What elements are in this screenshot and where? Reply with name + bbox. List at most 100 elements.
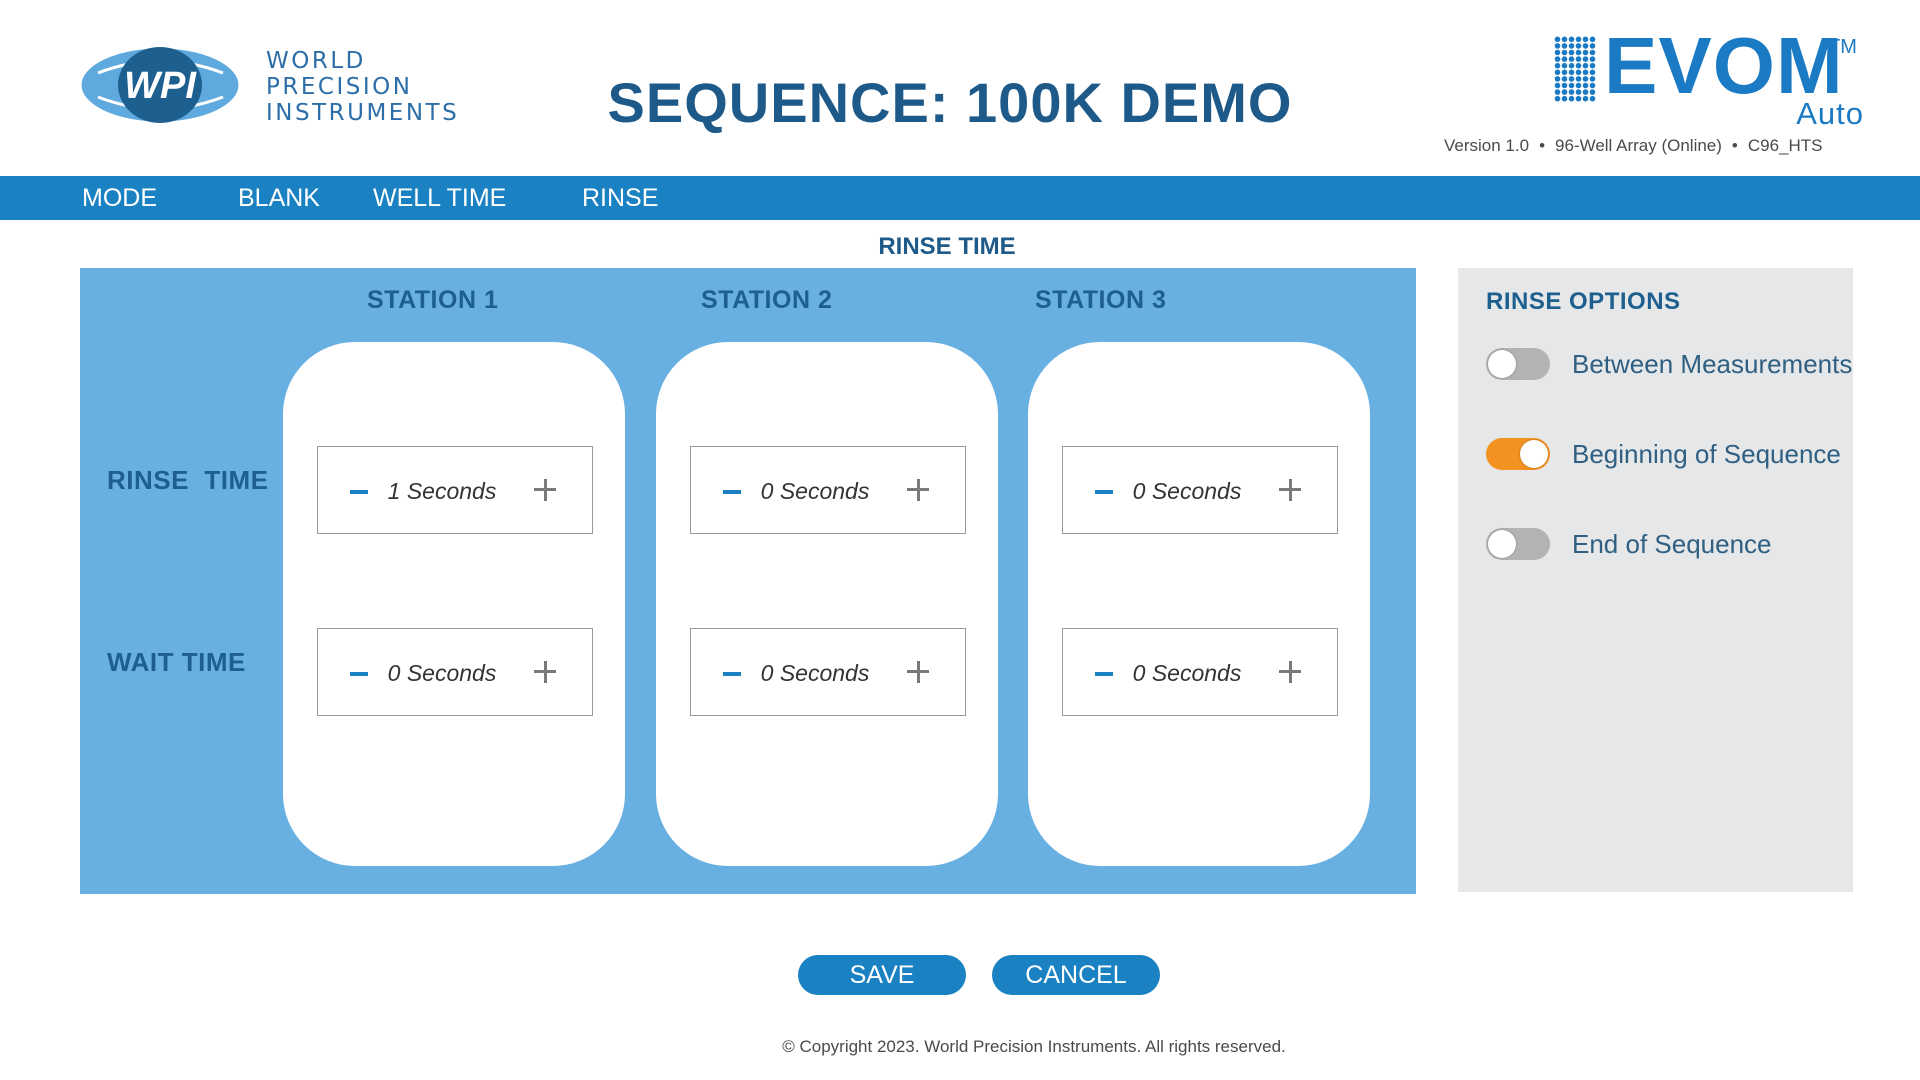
- minus-icon[interactable]: [717, 477, 747, 507]
- station-1-card: 1 Seconds 0 Seconds: [283, 342, 625, 866]
- wpi-line-3: INSTRUMENTS: [266, 100, 460, 126]
- option-label: End of Sequence: [1572, 529, 1772, 559]
- grid-dot: [1568, 69, 1575, 76]
- toggle-knob: [1520, 440, 1548, 468]
- grid-dot: [1554, 43, 1561, 49]
- copyright-text: © Copyright 2023. World Precision Instru…: [782, 1037, 1286, 1056]
- grid-dot: [1561, 56, 1568, 62]
- grid-dot: [1589, 56, 1596, 62]
- evom-wordmark: EVOM: [1604, 21, 1844, 110]
- nav-item-well-time[interactable]: WELL TIME: [373, 184, 507, 212]
- grid-dot: [1582, 62, 1589, 69]
- grid-dot: [1561, 49, 1568, 56]
- wpi-logo: WPI: [78, 45, 242, 125]
- grid-dot: [1568, 95, 1575, 102]
- grid-dot: [1582, 56, 1589, 62]
- grid-dot: [1561, 62, 1568, 69]
- station-3-heading: STATION 3: [1035, 286, 1167, 314]
- minus-icon[interactable]: [344, 659, 374, 689]
- grid-dot: [1568, 62, 1575, 69]
- grid-dot: [1582, 82, 1589, 89]
- minus-icon[interactable]: [717, 659, 747, 689]
- grid-dot: [1554, 82, 1561, 89]
- model-label: C96_HTS: [1747, 136, 1823, 155]
- station-1-heading: STATION 1: [367, 286, 499, 314]
- grid-dot: [1589, 62, 1596, 69]
- minus-icon[interactable]: [1089, 477, 1119, 507]
- grid-dot: [1568, 43, 1575, 49]
- nav-item-rinse[interactable]: RINSE: [582, 184, 659, 212]
- station-2-rinse-stepper: 0 Seconds: [690, 446, 966, 534]
- wait-time-label: WAIT TIME: [107, 647, 246, 677]
- rinse-time-label: RINSE TIME: [107, 465, 269, 495]
- grid-dot: [1575, 56, 1582, 62]
- toggle-knob: [1488, 530, 1516, 558]
- grid-dot: [1575, 36, 1582, 43]
- grid-dot: [1575, 43, 1582, 49]
- grid-dot: [1554, 89, 1561, 95]
- plus-icon[interactable]: [1275, 657, 1305, 687]
- grid-dot: [1561, 95, 1568, 102]
- array-label: 96-Well Array (Online): [1555, 136, 1722, 155]
- grid-dot: [1589, 95, 1596, 102]
- grid-dot: [1554, 69, 1561, 76]
- wpi-logo-text: WPI: [124, 65, 197, 107]
- grid-dot: [1582, 76, 1589, 82]
- grid-dot: [1582, 36, 1589, 43]
- grid-dot: [1582, 95, 1589, 102]
- grid-dot: [1575, 95, 1582, 102]
- version-label: Version 1.0: [1444, 136, 1530, 155]
- save-button[interactable]: SAVE: [798, 955, 966, 995]
- station-3-card: 0 Seconds 0 Seconds: [1028, 342, 1370, 866]
- page-title: SEQUENCE: 100K DEMO: [607, 71, 1293, 134]
- plus-icon[interactable]: [1275, 475, 1305, 505]
- well-grid-icon: [1554, 36, 1596, 102]
- minus-icon[interactable]: [1089, 659, 1119, 689]
- plus-icon[interactable]: [530, 475, 560, 505]
- grid-dot: [1568, 76, 1575, 82]
- nav-item-mode[interactable]: MODE: [82, 184, 157, 212]
- grid-dot: [1589, 69, 1596, 76]
- evom-trademark: TM: [1828, 36, 1857, 58]
- grid-dot: [1561, 89, 1568, 95]
- rinse-options-panel: RINSE OPTIONS Between Measurements Begin…: [1458, 268, 1853, 892]
- plus-icon[interactable]: [903, 475, 933, 505]
- stepper-value: 0 Seconds: [760, 660, 870, 686]
- section-title: RINSE TIME: [878, 233, 1016, 260]
- stepper-value: 0 Seconds: [387, 660, 497, 686]
- grid-dot: [1575, 62, 1582, 69]
- rinse-options-title: RINSE OPTIONS: [1486, 288, 1681, 315]
- station-3-rinse-stepper: 0 Seconds: [1062, 446, 1338, 534]
- nav-bar: MODE BLANK WELL TIME RINSE: [0, 176, 1920, 220]
- grid-dot: [1568, 56, 1575, 62]
- grid-dot: [1554, 76, 1561, 82]
- grid-dot: [1575, 82, 1582, 89]
- plus-icon[interactable]: [903, 657, 933, 687]
- grid-dot: [1568, 82, 1575, 89]
- grid-dot: [1589, 76, 1596, 82]
- toggle-end-of-sequence[interactable]: [1486, 528, 1550, 560]
- separator: •: [1731, 136, 1738, 155]
- grid-dot: [1561, 76, 1568, 82]
- grid-dot: [1575, 76, 1582, 82]
- grid-dot: [1575, 69, 1582, 76]
- grid-dot: [1568, 36, 1575, 43]
- grid-dot: [1589, 89, 1596, 95]
- toggle-between-measurements[interactable]: [1486, 348, 1550, 380]
- station-1-rinse-stepper: 1 Seconds: [317, 446, 593, 534]
- grid-dot: [1561, 43, 1568, 49]
- plus-icon[interactable]: [530, 657, 560, 687]
- grid-dot: [1589, 43, 1596, 49]
- station-2-card: 0 Seconds 0 Seconds: [656, 342, 998, 866]
- minus-icon[interactable]: [344, 477, 374, 507]
- stepper-value: 1 Seconds: [387, 478, 497, 504]
- grid-dot: [1589, 82, 1596, 89]
- nav-item-blank[interactable]: BLANK: [238, 184, 320, 212]
- toggle-beginning-of-sequence[interactable]: [1486, 438, 1550, 470]
- separator: •: [1539, 136, 1546, 155]
- device-info: Version 1.0 • 96-Well Array (Online) • C96_H…: [1444, 136, 1823, 156]
- cancel-button[interactable]: CANCEL: [992, 955, 1160, 995]
- grid-dot: [1582, 89, 1589, 95]
- option-label: Between Measurements: [1572, 349, 1853, 379]
- station-3-wait-stepper: 0 Seconds: [1062, 628, 1338, 716]
